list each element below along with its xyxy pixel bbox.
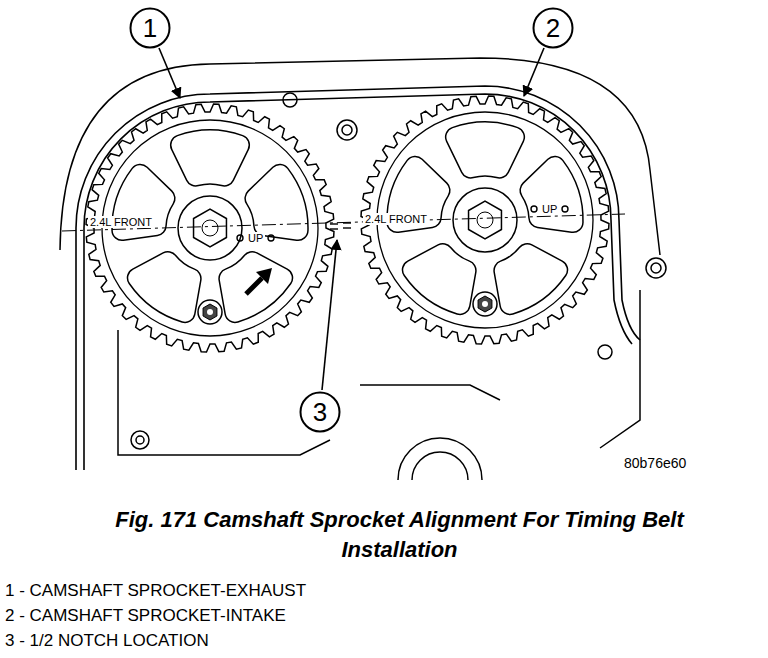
key-entry: 1 - CAMSHAFT SPROCKET-EXHAUST bbox=[5, 582, 306, 601]
direction-arrow bbox=[246, 268, 272, 294]
timing-belt bbox=[76, 86, 640, 470]
callout-label: 3 bbox=[313, 399, 327, 425]
figure-caption: Fig. 171 Camshaft Sprocket Alignment For… bbox=[97, 505, 702, 565]
callout-number: 1 bbox=[129, 7, 171, 49]
callout-number: 2 bbox=[532, 7, 574, 49]
callout-label: 1 bbox=[143, 15, 157, 41]
callout-label: 2 bbox=[546, 15, 560, 41]
key-entry: 2 - CAMSHAFT SPROCKET-INTAKE bbox=[5, 607, 286, 626]
timing-marks bbox=[237, 206, 568, 241]
figure-code: 80b76e60 bbox=[622, 456, 688, 471]
key-entry: 3 - 1/2 NOTCH LOCATION bbox=[5, 632, 209, 651]
callout-number: 3 bbox=[299, 391, 341, 433]
centerline bbox=[62, 214, 625, 231]
sprocket bbox=[361, 96, 609, 344]
sprocket-marking: 2.4L FRONT bbox=[88, 216, 154, 228]
engine-housing bbox=[60, 58, 666, 480]
sprocket-marking: 2.4L FRONT bbox=[363, 213, 429, 225]
camshaft-sprockets bbox=[86, 96, 609, 352]
sprocket bbox=[86, 104, 334, 352]
up-mark: UP bbox=[540, 203, 559, 215]
leader-lines bbox=[159, 48, 544, 390]
up-mark: UP bbox=[246, 232, 265, 244]
